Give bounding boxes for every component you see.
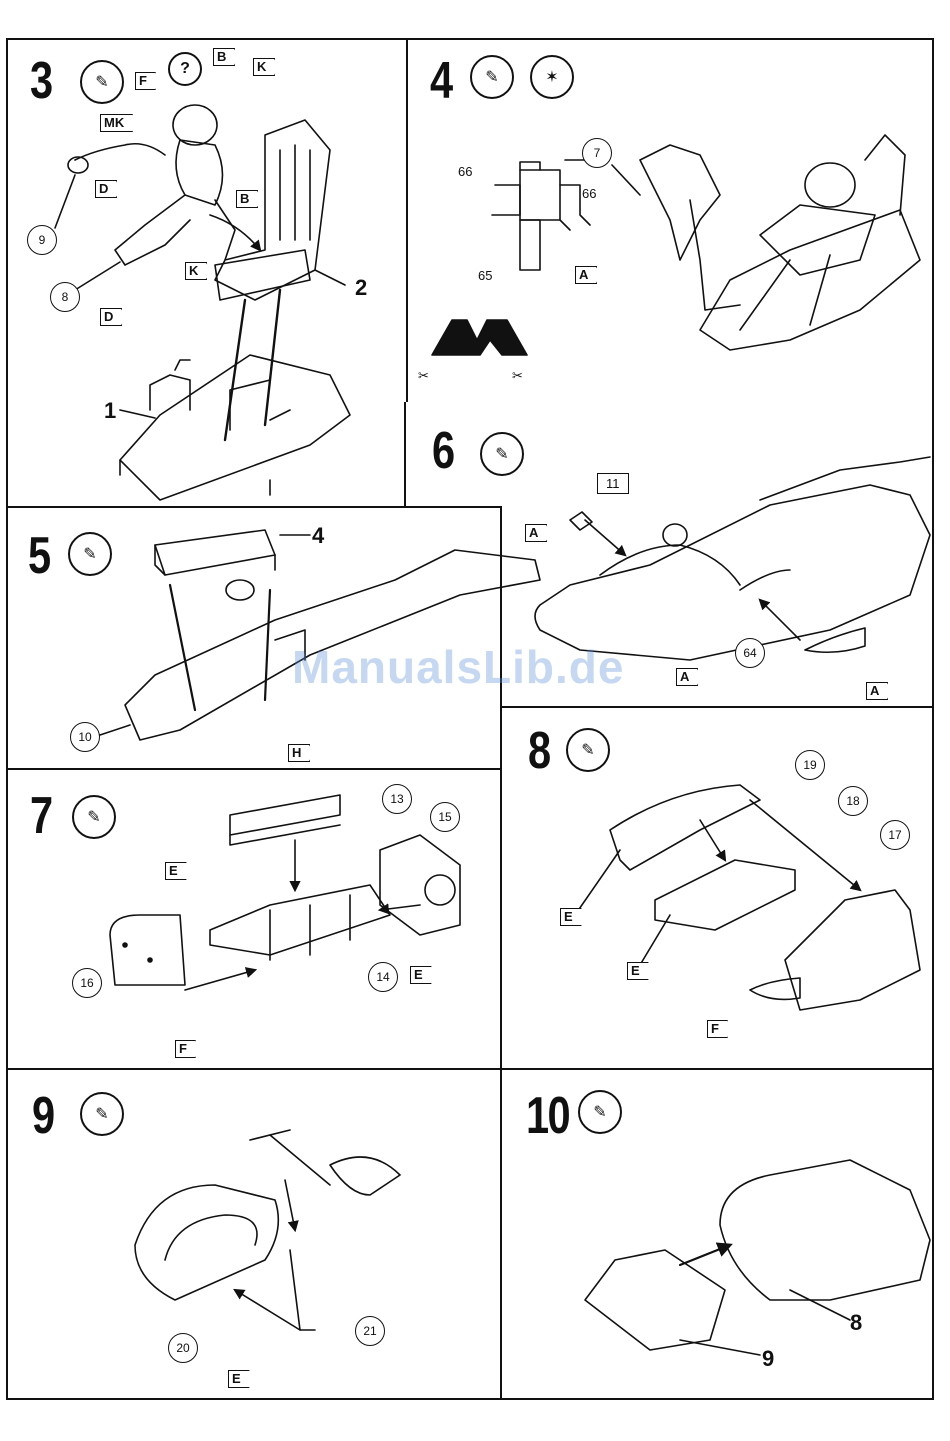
part-number: 66 — [458, 164, 472, 179]
step-number: 5 — [28, 530, 50, 582]
part-callout: 9 — [27, 225, 57, 255]
step-8-art — [575, 785, 920, 1010]
paint-brush-icon: ✎ — [72, 795, 116, 839]
part-callout: 7 — [582, 138, 612, 168]
part-number: 9 — [762, 1346, 774, 1372]
watermark: ManualsLib.de — [292, 640, 624, 694]
part-number: 8 — [850, 1310, 862, 1336]
step-number: 3 — [30, 55, 52, 107]
step-number: 9 — [32, 1090, 54, 1142]
step-7-art — [110, 795, 460, 990]
part-number: 4 — [312, 523, 324, 549]
step-10-art — [585, 1160, 930, 1355]
part-number: 1 — [104, 398, 116, 424]
part-callout: 64 — [735, 638, 765, 668]
part-callout: 19 — [795, 750, 825, 780]
part-callout: 17 — [880, 820, 910, 850]
step-number: 8 — [528, 725, 550, 777]
part-callout: 14 — [368, 962, 398, 992]
part-number: 2 — [355, 275, 367, 301]
step-number: 6 — [432, 425, 454, 477]
part-callout: 10 — [70, 722, 100, 752]
part-callout: 18 — [838, 786, 868, 816]
step-9-art — [135, 1130, 400, 1330]
step-number: 10 — [526, 1090, 569, 1142]
step-5-art — [100, 530, 540, 740]
question-icon: ? — [168, 52, 202, 86]
step-4-art — [432, 135, 920, 355]
part-callout: 15 — [430, 802, 460, 832]
step-6-art — [535, 457, 930, 660]
part-callout: 8 — [50, 282, 80, 312]
part-number: 66 — [582, 186, 596, 201]
paint-brush-icon: ✎ — [470, 55, 514, 99]
paint-brush-icon: ✎ — [578, 1090, 622, 1134]
cut-icon: ✂ — [418, 368, 429, 384]
decal-icon: ✶ — [530, 55, 574, 99]
step-number: 4 — [430, 55, 452, 107]
part-number-box: 11 — [597, 473, 629, 494]
paint-brush-icon: ✎ — [80, 60, 124, 104]
cut-icon: ✂ — [512, 368, 523, 384]
part-callout: 13 — [382, 784, 412, 814]
paint-brush-icon: ✎ — [480, 432, 524, 476]
paint-brush-icon: ✎ — [68, 532, 112, 576]
part-callout: 16 — [72, 968, 102, 998]
step-3-art — [55, 105, 350, 500]
paint-brush-icon: ✎ — [80, 1092, 124, 1136]
part-callout: 21 — [355, 1316, 385, 1346]
part-callout: 20 — [168, 1333, 198, 1363]
paint-brush-icon: ✎ — [566, 728, 610, 772]
step-number: 7 — [30, 790, 52, 842]
part-number: 65 — [478, 268, 492, 283]
